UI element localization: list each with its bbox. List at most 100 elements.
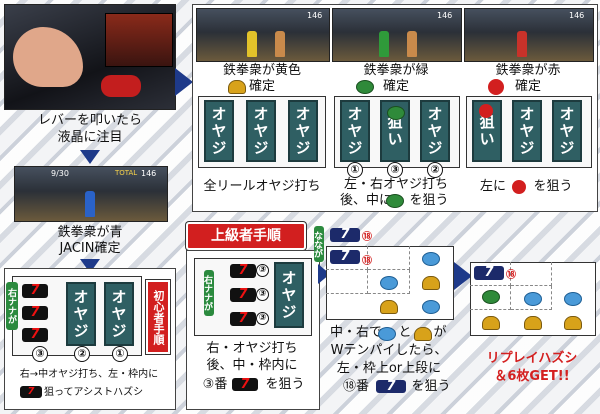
hud-right: 146 (141, 169, 157, 178)
box1-reel-left: オヤジ (204, 100, 234, 162)
advanced-seven-2: 7 (230, 288, 256, 302)
bell-inline-icon (414, 327, 432, 341)
game-screen-red: 146 (464, 8, 594, 62)
result-bell-1 (482, 316, 500, 330)
box2-line1: 鉄拳衆が緑 (363, 63, 429, 78)
middle-caption-1: 中・右で (330, 325, 383, 340)
result-seven: 7 (474, 266, 504, 280)
grid-cell (326, 246, 368, 270)
beginner-vtag: 右ナナが (6, 282, 18, 330)
advanced-caption-3: ③番 (202, 377, 228, 392)
middle-caption-4: ⑱番 (342, 379, 369, 394)
seven-inline-icon: 7 (20, 386, 42, 398)
middle-tag-1: ⑱ (362, 232, 372, 243)
advanced-badge: 上級者手順 (186, 222, 306, 250)
result-line-1: リプレイハズシ (486, 351, 578, 366)
advanced-seven-3: 7 (230, 312, 256, 326)
beginner-num-2: ② (74, 346, 90, 362)
fighter-green (379, 31, 389, 57)
box2-num-3: ③ (387, 162, 403, 178)
result-replay-2 (564, 292, 582, 306)
middle-caption-1c: が (433, 325, 447, 340)
seven-symbol-2: 7 (22, 306, 48, 320)
replay-inline-icon (378, 327, 396, 341)
replay-icon-1 (422, 252, 440, 266)
watermelon-icon (356, 80, 374, 94)
middle-caption-1b: と (398, 325, 412, 340)
advanced-num-2: ③ (256, 288, 269, 301)
advanced-vtag: 右ナナが (202, 270, 214, 316)
box2-reel-right: オヤジ (420, 100, 450, 162)
hud-total: TOTAL (115, 169, 138, 177)
result-watermelon-icon (482, 290, 500, 304)
advanced-num-1: ③ (256, 264, 269, 277)
middle-caption-4b: を狙う (411, 379, 451, 394)
box3-caption-1: 左に (479, 179, 506, 194)
advanced-seven-1: 7 (230, 264, 256, 278)
left-caption-1: レバーを叩いたら (37, 113, 142, 128)
cherry-inline-icon (512, 180, 526, 194)
beginner-num-1: ① (112, 346, 128, 362)
replay-icon-2 (380, 276, 398, 290)
right-arrow-top (175, 68, 193, 96)
seven-symbol-3: 7 (22, 328, 48, 342)
result-replay-1 (524, 292, 542, 306)
box2-num-1: ① (347, 162, 363, 178)
bell-icon (228, 80, 246, 94)
grid-cell (368, 246, 410, 270)
box1-line1: 鉄拳衆が黄色 (222, 63, 301, 78)
middle-seven-2: 7 (330, 250, 360, 264)
watermelon-inline-icon (386, 194, 404, 208)
left-caption-2: 液晶に注目 (57, 130, 123, 145)
hud-green: 146 (437, 11, 453, 20)
grid-cell (511, 286, 552, 310)
result-line-2: ＆6枚GET!! (494, 369, 570, 384)
grid-cell (470, 262, 511, 286)
advanced-caption-2: 後、中・枠内に (206, 358, 298, 373)
beginner-badge: 初心者手順 (146, 280, 170, 354)
grid-cell (511, 262, 552, 286)
fighter-3 (407, 31, 417, 57)
box2-caption-2: 後、中に (340, 193, 393, 208)
fighter-blue (85, 191, 95, 217)
right-arrow-result (454, 262, 472, 290)
box3-line1: 鉄拳衆が赤 (495, 63, 561, 78)
hand (13, 27, 83, 87)
middle-caption-2: Wテンパイしたら、 (330, 343, 448, 358)
box2-caption-1: 左・右オヤジ打ち (343, 177, 448, 192)
advanced-caption-3b: を狙う (265, 377, 305, 392)
middle-tag-2: ⑱ (362, 256, 372, 267)
box1-reel-right: オヤジ (288, 100, 318, 162)
bell-icon-2 (380, 300, 398, 314)
hud-left: 9/30 (51, 169, 69, 178)
advanced-seven-inline: 7 (232, 378, 258, 391)
middle-vtag: ななが (312, 226, 324, 262)
fighter-2 (275, 31, 285, 57)
slot-machine-screen (105, 13, 173, 67)
box3-reel-center: オヤジ (512, 100, 542, 162)
game-screen-yellow: 146 (196, 8, 330, 62)
result-tag: ⑱ (506, 270, 516, 281)
game-screen-green: 146 (332, 8, 462, 62)
middle-seven-top: 7 (330, 228, 360, 242)
middle-seven-inline: 7 (376, 380, 406, 393)
advanced-reel-right: オヤジ (274, 262, 304, 328)
hud-yellow: 146 (307, 11, 323, 20)
beginner-num-3: ③ (32, 346, 48, 362)
grid-cell (368, 270, 410, 294)
box1-reel-center: オヤジ (246, 100, 276, 162)
beginner-caption-b: 狙ってアシストハズシ (44, 387, 144, 398)
middle-caption-3: 左・枠上or上段に (336, 361, 442, 376)
advanced-num-3: ③ (256, 312, 269, 325)
advanced-caption-1: 右・オヤジ打ち (206, 341, 298, 356)
box3-caption-1b: を狙う (533, 179, 573, 194)
hud-red: 146 (569, 11, 585, 20)
cherry-icon (488, 79, 504, 95)
result-bell-2 (524, 316, 542, 330)
box2-line2: 確定 (382, 79, 409, 94)
replay-icon-3 (422, 300, 440, 314)
result-bell-3 (564, 316, 582, 330)
left-caption-4: JACIN確定 (59, 241, 121, 256)
grid-cell (326, 270, 368, 294)
left-caption-3: 鉄拳衆が青 (57, 225, 123, 240)
